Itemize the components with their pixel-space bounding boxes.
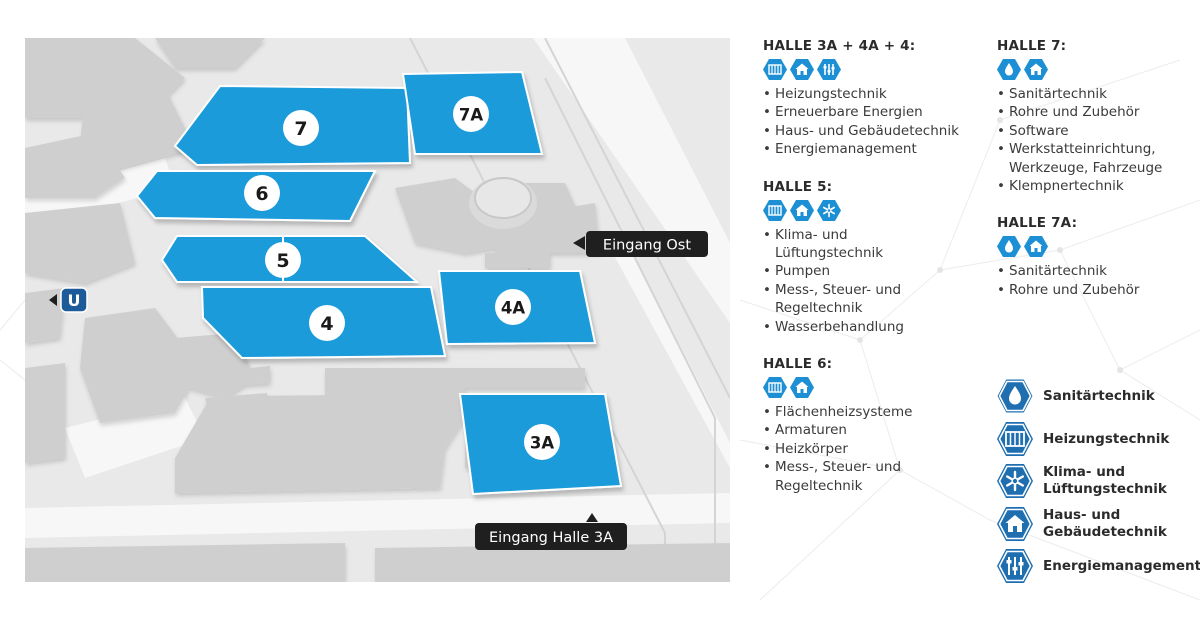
hall-6-label: 6 bbox=[255, 183, 268, 205]
legend-column-right: HALLE 7: Sanitärtechnik Rohre und Zubehö… bbox=[997, 38, 1184, 319]
key-label: Haus- und Gebäudetechnik bbox=[1043, 507, 1167, 540]
hall-5-label: 5 bbox=[276, 250, 289, 272]
legend-item: Sanitärtechnik bbox=[997, 85, 1184, 104]
entrance-east-tag[interactable]: Eingang Ost bbox=[573, 231, 708, 257]
key-klima: Klima- und Lüftungstechnik bbox=[996, 463, 1173, 499]
legend-item: Mess-, Steuer- und Regeltechnik bbox=[763, 458, 925, 495]
house-icon bbox=[790, 199, 814, 221]
fan-icon bbox=[817, 199, 841, 221]
legend-item: Flächenheizsysteme bbox=[763, 403, 959, 422]
radiator-icon bbox=[997, 422, 1033, 456]
legend-item: Haus- und Gebäudetechnik bbox=[763, 122, 959, 141]
house-icon bbox=[1024, 59, 1048, 80]
legend-item: Rohre und Zubehör bbox=[997, 281, 1184, 300]
house-icon bbox=[790, 377, 814, 399]
venue-map: 7 7A 6 5 4 4A 3A Eingang Ost bbox=[25, 38, 730, 582]
legend-item: Energiemanagement bbox=[763, 140, 959, 159]
legend-item: Klima- und Lüftungstechnik bbox=[763, 226, 925, 263]
subway-label: U bbox=[68, 291, 81, 310]
legend-item: Wasserbehandlung bbox=[763, 318, 959, 337]
subway-arrow-icon bbox=[49, 294, 57, 306]
legend-section-hall-6: HALLE 6: Flächenheizsysteme Armaturen He… bbox=[763, 356, 959, 495]
fan-icon bbox=[997, 464, 1033, 498]
legend-item: Klempnertechnik bbox=[997, 177, 1184, 196]
legend-section-title: HALLE 6: bbox=[763, 356, 833, 373]
legend-section-icons bbox=[997, 236, 1184, 258]
legend-item: Sanitärtechnik bbox=[997, 262, 1184, 281]
controls-icon bbox=[997, 549, 1033, 583]
legend-section-icons bbox=[997, 59, 1184, 80]
map-rotunda bbox=[469, 177, 537, 229]
hall-7a-badge[interactable]: 7A bbox=[453, 96, 489, 132]
entrance-hall-3a-tag[interactable]: Eingang Halle 3A bbox=[475, 513, 627, 550]
legend-section-hall-7: HALLE 7: Sanitärtechnik Rohre und Zubehö… bbox=[997, 38, 1184, 196]
legend-item-list: Klima- und Lüftungstechnik Pumpen Mess-,… bbox=[763, 226, 959, 337]
key-heizung: Heizungstechnik bbox=[996, 421, 1169, 457]
radiator-icon bbox=[763, 59, 787, 80]
hall-4a-label: 4A bbox=[501, 299, 525, 318]
legend-section-hall-3a-4a-4: HALLE 3A + 4A + 4: Heizungstechnik Erneu… bbox=[763, 38, 959, 159]
hall-3a-badge[interactable]: 3A bbox=[524, 424, 560, 460]
legend-item: Armaturen bbox=[763, 421, 959, 440]
entrance-hall-3a-label: Eingang Halle 3A bbox=[489, 530, 613, 546]
key-label: Heizungstechnik bbox=[1043, 430, 1170, 447]
subway-icon bbox=[60, 287, 88, 313]
house-icon bbox=[997, 507, 1033, 541]
hall-5-badge[interactable]: 5 bbox=[265, 242, 301, 278]
legend-item: Mess-, Steuer- und Regeltechnik bbox=[763, 281, 925, 318]
legend-column-left: HALLE 3A + 4A + 4: Heizungstechnik Erneu… bbox=[763, 38, 959, 515]
hall-4-badge[interactable]: 4 bbox=[309, 305, 345, 341]
hall-labels: 7 7A 6 5 4 4A 3A bbox=[244, 96, 560, 460]
controls-icon bbox=[817, 59, 841, 80]
legend-section-icons bbox=[763, 199, 959, 221]
hall-7-label: 7 bbox=[294, 118, 307, 140]
radiator-icon bbox=[763, 199, 787, 221]
entrance-east-label: Eingang Ost bbox=[603, 238, 691, 254]
key-label: Energiemanagement bbox=[1043, 557, 1200, 574]
legend-section-title: HALLE 7: bbox=[997, 38, 1067, 54]
legend-section-hall-7a: HALLE 7A: Sanitärtechnik Rohre und Zubeh… bbox=[997, 215, 1184, 300]
legend-item: Heizkörper bbox=[763, 440, 959, 459]
entrance-hall-3a-arrow-icon bbox=[586, 513, 598, 522]
hall-7-badge[interactable]: 7 bbox=[283, 110, 319, 146]
legend-item: Heizungstechnik bbox=[763, 85, 959, 104]
radiator-icon bbox=[763, 377, 787, 399]
hall-6-badge[interactable]: 6 bbox=[244, 175, 280, 211]
hall-3a-label: 3A bbox=[530, 434, 554, 453]
legend-item: Pumpen bbox=[763, 262, 959, 281]
hall-4a-badge[interactable]: 4A bbox=[495, 289, 531, 325]
legend-section-title: HALLE 7A: bbox=[997, 215, 1078, 232]
legend-item-list: Sanitärtechnik Rohre und Zubehör bbox=[997, 262, 1184, 299]
legend-section-icons bbox=[763, 59, 959, 80]
legend-item: Erneuerbare Energien bbox=[763, 103, 959, 122]
key-label: Sanitärtechnik bbox=[1043, 387, 1155, 404]
key-energie: Energiemanagement bbox=[996, 548, 1200, 584]
subway-marker[interactable]: U bbox=[49, 287, 88, 313]
legend-item: Software bbox=[997, 122, 1184, 141]
key-sanitaer: Sanitärtechnik bbox=[996, 378, 1155, 414]
drop-icon bbox=[996, 378, 1034, 414]
map-gray-buildings bbox=[25, 38, 730, 582]
key-label: Klima- und Lüftungstechnik bbox=[1043, 464, 1167, 497]
drop-icon bbox=[997, 59, 1021, 80]
legend-item-list: Sanitärtechnik Rohre und Zubehör Softwar… bbox=[997, 85, 1184, 196]
legend-item: Rohre und Zubehör bbox=[997, 103, 1184, 122]
house-icon bbox=[1024, 236, 1048, 258]
legend-item-list: Flächenheizsysteme Armaturen Heizkörper … bbox=[763, 403, 959, 495]
key-haus: Haus- und Gebäudetechnik bbox=[996, 506, 1173, 542]
hall-7a-label: 7A bbox=[459, 106, 483, 125]
legend-section-title: HALLE 5: bbox=[763, 178, 833, 195]
drop-icon bbox=[997, 236, 1021, 258]
house-icon bbox=[790, 59, 814, 80]
legend-section-title: HALLE 3A + 4A + 4: bbox=[763, 38, 916, 54]
legend-item-list: Heizungstechnik Erneuerbare Energien Hau… bbox=[763, 85, 959, 159]
legend-section-hall-5: HALLE 5: Klima- und Lüftungstechnik bbox=[763, 179, 959, 336]
legend-item: Werkstatteinrichtung, Werkzeuge, Fahrzeu… bbox=[997, 140, 1184, 177]
hall-4-label: 4 bbox=[320, 313, 333, 335]
legend-section-icons bbox=[763, 377, 959, 399]
entrance-east-arrow-icon bbox=[573, 236, 585, 250]
